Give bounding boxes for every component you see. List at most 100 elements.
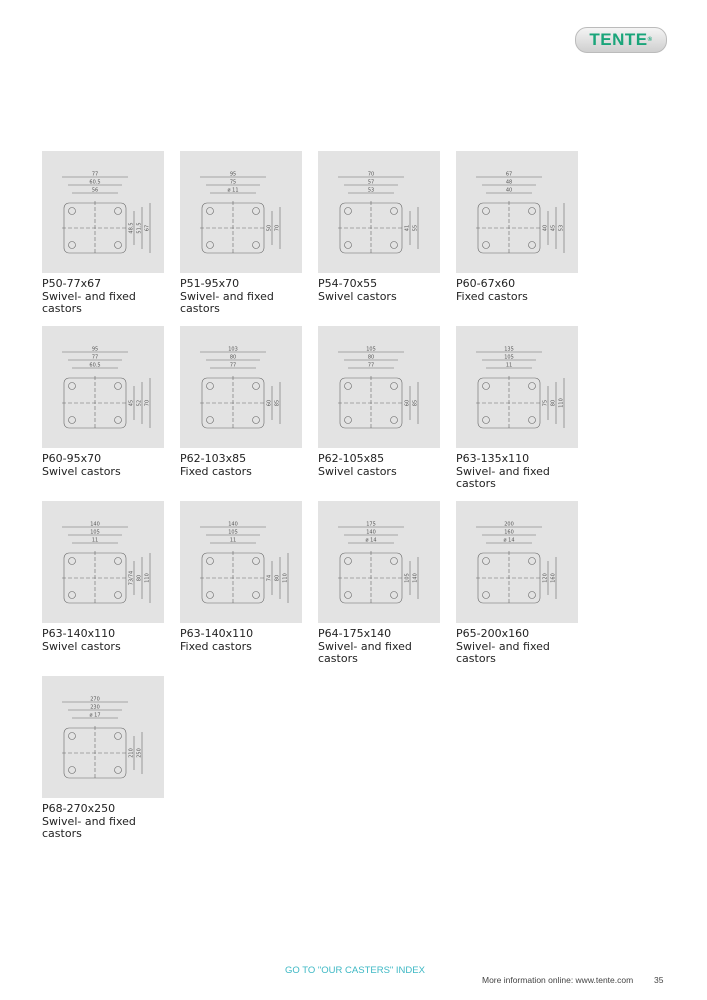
dimension-label: 80 [551,400,557,406]
dimension-label: 53 [368,188,374,194]
dimension-label: ø 17 [89,713,100,719]
dimension-label: 140 [228,522,238,528]
dimension-label: 53 [559,225,565,231]
plate-code: P50-77x67 [42,277,102,290]
plate-code: P63-135x110 [456,452,530,465]
dimension-label: 48 [506,180,512,186]
plate-description: Swivel castors [42,639,121,653]
dimension-label: 45 [551,225,557,231]
dimension-label: 140 [366,530,376,536]
dimension-label: 40 [543,225,549,231]
dimension-label: ø 14 [365,538,376,544]
dimension-label: 140 [90,522,100,528]
dimension-label: 11 [230,538,236,544]
dimension-label: 160 [551,573,557,583]
dimension-label: 80 [230,355,236,361]
dimension-label: 110 [283,573,289,583]
tente-logo: TENTE® [575,27,667,53]
dimension-label: 51.5 [137,222,143,233]
dimension-label: 110 [145,573,151,583]
dimension-label: 48.5 [129,222,135,233]
plate-code: P63-140x110 [180,627,254,640]
dimension-label: 250 [137,748,143,758]
dimension-label: 230 [90,705,100,711]
dimension-label: 70 [368,172,374,178]
dimension-label: 105 [228,530,238,536]
dimension-label: 60.5 [89,180,100,186]
dimension-label: 160 [504,530,514,536]
dimension-label: 56 [92,188,98,194]
casters-index-link[interactable]: GO TO "OUR CASTERS" INDEX [285,965,425,976]
dimension-label: ø 14 [503,538,514,544]
dimension-label: 135 [504,347,514,353]
plate-description: Swivel- and fixed castors [456,464,550,490]
dimension-label: 77 [92,172,98,178]
dimension-label: 41 [405,225,411,231]
plate-description: Fixed castors [456,289,528,303]
dimension-label: 200 [504,522,514,528]
dimension-label: 95 [230,172,236,178]
dimension-label: 67 [145,225,151,231]
plate-code: P62-103x85 [180,452,247,465]
plate-description: Swivel castors [42,464,121,478]
dimension-label: 85 [413,400,419,406]
dimension-label: 11 [92,538,98,544]
dimension-label: 80 [275,575,281,581]
plate-code: P65-200x160 [456,627,530,640]
plate-description: Swivel castors [318,464,397,478]
plate-code: P54-70x55 [318,277,378,290]
dimension-label: 140 [413,573,419,583]
dimension-label: 60 [267,400,273,406]
dimension-label: 77 [230,363,236,369]
plate-code: P63-140x110 [42,627,116,640]
dimension-label: 105 [504,355,514,361]
dimension-label: 103 [228,347,238,353]
dimension-label: 40 [506,188,512,194]
plate-code: P51-95x70 [180,277,240,290]
dimension-label: 55 [413,225,419,231]
plate-description: Swivel- and fixed castors [180,289,274,315]
dimension-label: 45 [129,400,135,406]
dimension-label: 105 [90,530,100,536]
dimension-label: 75 [230,180,236,186]
page-number: 35 [654,975,664,985]
dimension-label: 60.5 [89,363,100,369]
dimension-label: 50 [267,225,273,231]
dimension-label: 52 [137,400,143,406]
plate-description: Fixed castors [180,464,252,478]
dimension-label: 175 [366,522,376,528]
dimension-label: 11 [506,363,512,369]
dimension-label: 95 [92,347,98,353]
plate-description: Swivel- and fixed castors [456,639,550,665]
dimension-label: 75 [543,400,549,406]
dimension-label: 77 [92,355,98,361]
